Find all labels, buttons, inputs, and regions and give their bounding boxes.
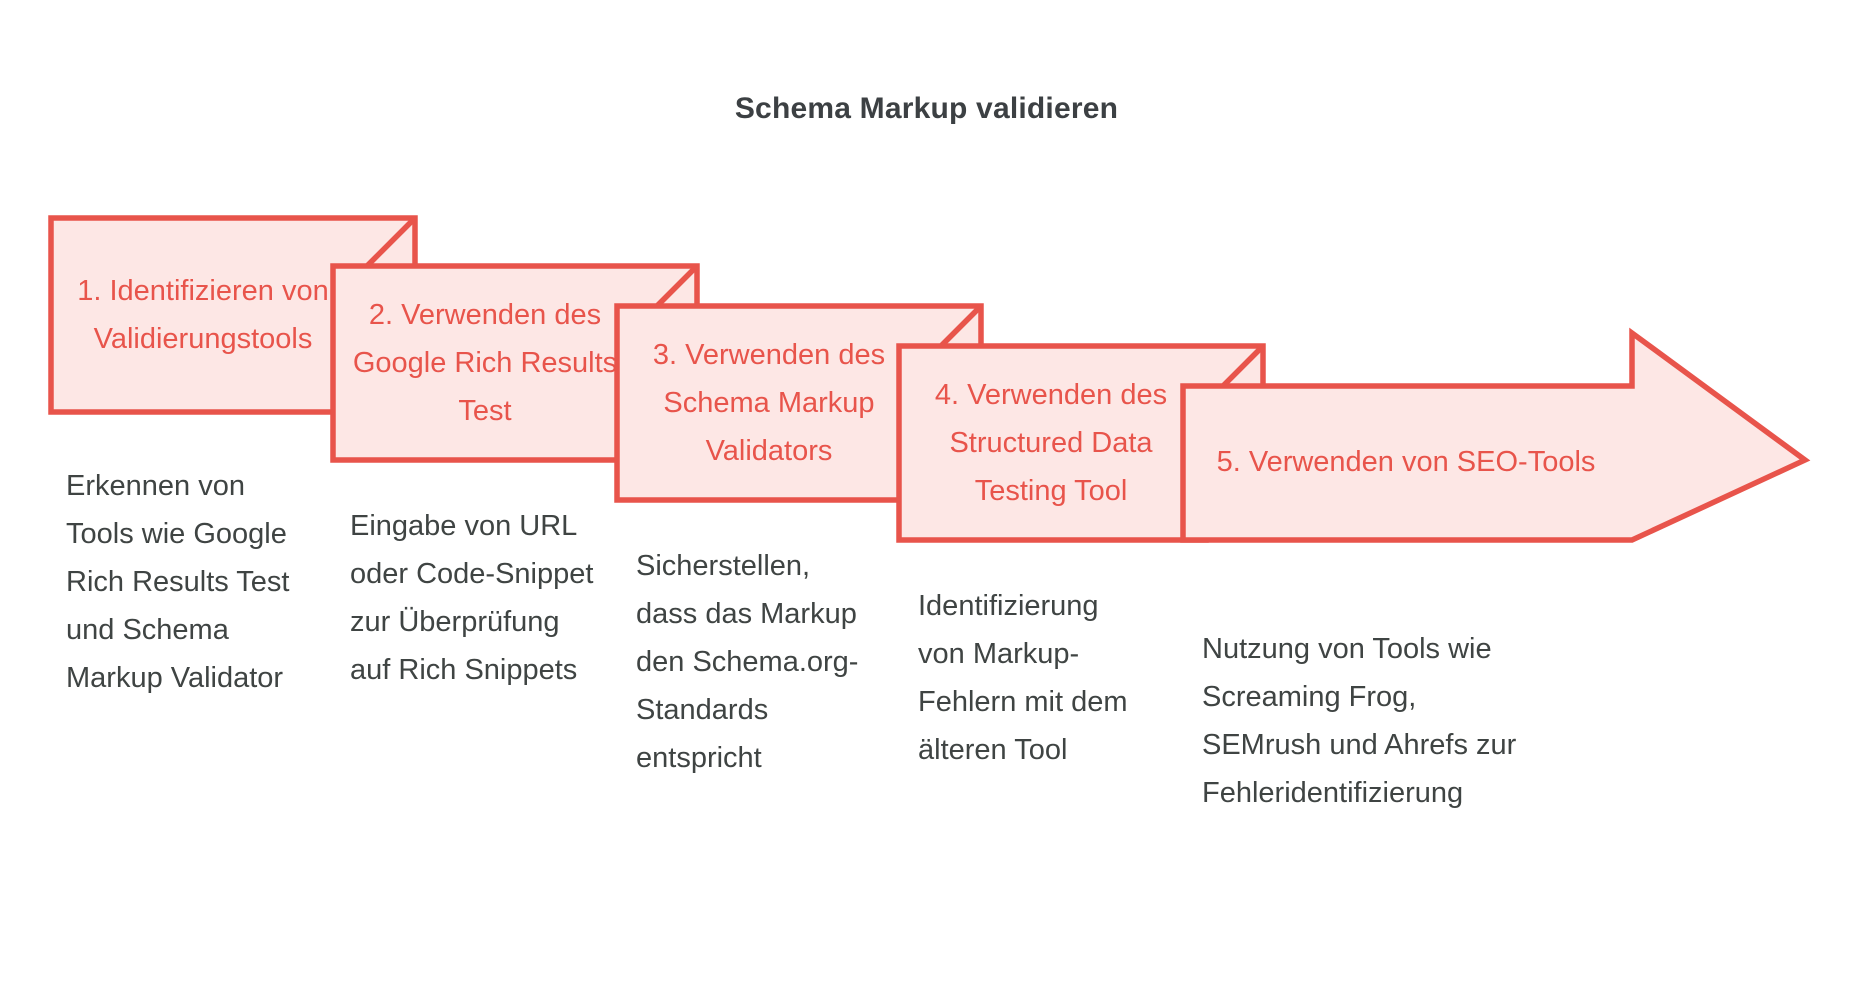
- page-title: Schema Markup validieren: [734, 92, 1119, 125]
- step-5-title: 5. Verwenden von SEO-Tools: [1216, 446, 1596, 478]
- step-1-title: 1. Identifizieren von Validierungstools: [77, 275, 329, 355]
- step-5-description: Nutzung von Tools wie Screaming Frog, SE…: [1202, 633, 1517, 809]
- step-5-arrow-shape: [1180, 327, 1811, 543]
- step-4-title: 4. Verwenden des Structured Data Testing…: [934, 379, 1168, 507]
- step-2-title: 2. Verwenden des Google Rich Results Tes…: [352, 299, 618, 427]
- process-step-4[interactable]: 4. Verwenden des Structured Data Testing…: [896, 343, 1266, 543]
- step-3-title: 3. Verwenden des Schema Markup Validator…: [652, 339, 886, 467]
- step-3-description: Sicherstellen, dass das Markup den Schem…: [636, 550, 859, 774]
- step-2-description: Eingabe von URL oder Code-Snippet zur Üb…: [350, 510, 594, 686]
- step-4-description: Identifizierung von Markup-Fehlern mit d…: [918, 590, 1128, 766]
- process-step-2[interactable]: 2. Verwenden des Google Rich Results Tes…: [330, 263, 700, 463]
- process-step-5[interactable]: 5. Verwenden von SEO-Tools: [1180, 327, 1811, 543]
- step-1-description: Erkennen von Tools wie Google Rich Resul…: [66, 470, 290, 694]
